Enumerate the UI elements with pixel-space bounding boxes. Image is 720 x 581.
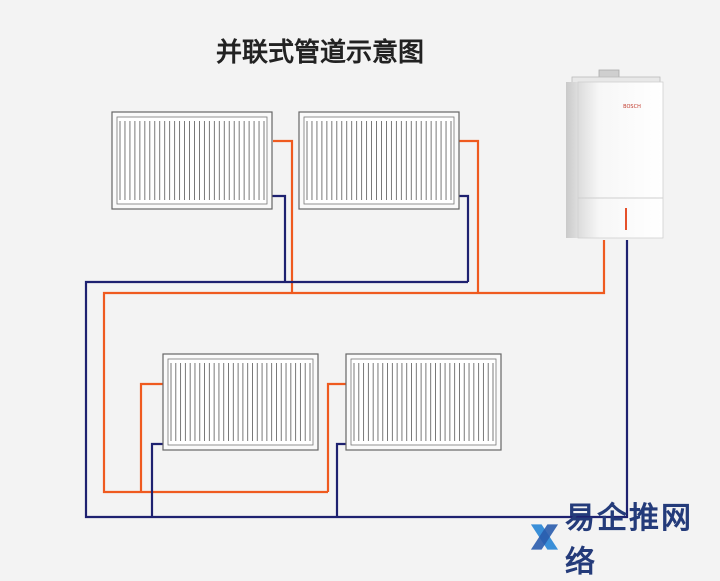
boiler-body (577, 81, 664, 239)
radiator-lower-left (162, 353, 319, 451)
wall-boiler: BOSCH (566, 69, 664, 239)
cold-branch-upper-2 (459, 194, 470, 282)
piping-diagram: BOSCH (84, 69, 664, 519)
hot-branch-lower-1 (139, 382, 163, 492)
hot-main-pipe (102, 240, 606, 494)
cold-main-pipe (84, 240, 629, 519)
hot-supply-pipes (102, 139, 606, 494)
hot-branch-upper-2 (459, 139, 480, 293)
radiator-inner-panel (303, 116, 455, 205)
cold-branch-lower-1 (150, 442, 163, 517)
radiator-inner-panel (167, 358, 314, 446)
boiler-indicator (625, 208, 627, 230)
cold-branch-upper-1 (271, 194, 287, 282)
x-logo-icon (530, 524, 559, 550)
watermark: 易企推网络 (528, 501, 720, 580)
radiator-upper-right (298, 111, 460, 210)
watermark-text: 易企推网络 (564, 501, 693, 580)
radiator-inner-panel (116, 116, 268, 205)
boiler-brand-label: BOSCH (623, 104, 641, 110)
diagram-title: 并联式管道示意图 (215, 38, 424, 68)
hot-branch-lower-2 (326, 382, 346, 492)
cold-branch-lower-2 (335, 442, 346, 517)
cold-return-pipes (84, 194, 629, 519)
radiator-inner-panel (350, 358, 497, 446)
radiator-upper-left (111, 111, 273, 210)
radiator-lower-right (345, 353, 502, 451)
hot-branch-upper-1 (273, 139, 294, 293)
